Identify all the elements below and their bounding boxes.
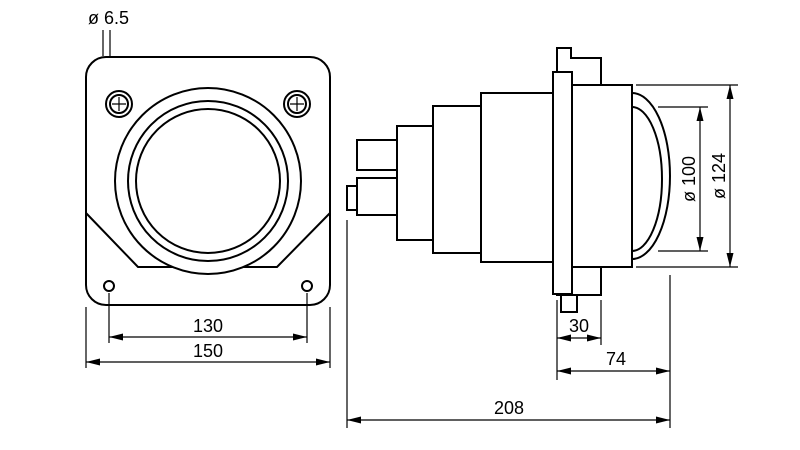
- screw-inner: [109, 94, 129, 114]
- dim-flange-width: 150: [85, 307, 331, 368]
- housing-rear-block: [396, 125, 434, 241]
- lens-housing: [571, 84, 633, 268]
- lens-bezel-middle-circle: [127, 100, 289, 262]
- screw-head-left: [105, 90, 133, 118]
- dim-bezel-diameter: ø 124: [636, 84, 738, 268]
- lens-diameter-label: ø 100: [679, 156, 699, 202]
- front-view: ø 6.5 130 150: [85, 8, 331, 368]
- bulb-holder-lower: [356, 177, 400, 216]
- dim-lens-diameter: ø 100: [658, 106, 708, 252]
- bulb-holder-upper: [356, 139, 400, 171]
- extension-lines: [108, 293, 308, 343]
- screw-cross-icon: [112, 97, 126, 111]
- side-view: ø 100 ø 124 30 74: [346, 47, 738, 428]
- lens-profile-outer: [631, 91, 671, 261]
- arrowhead-right: [656, 416, 670, 424]
- bezel-diameter-label: ø 124: [709, 153, 729, 199]
- arrowhead-bottom: [726, 253, 734, 267]
- arrowhead-top: [726, 85, 734, 99]
- housing-front-block: [480, 92, 556, 263]
- mounting-hole-left: [103, 280, 115, 292]
- extension-lines: [85, 307, 331, 368]
- tab-width-label: 30: [569, 316, 589, 336]
- flange-width-label: 150: [193, 341, 223, 361]
- extension-lines: [636, 84, 738, 268]
- arrowhead-left: [557, 334, 571, 342]
- dim-tab-width: 30: [556, 300, 602, 380]
- dim-lens-depth: 74: [557, 275, 671, 428]
- lens-bezel-outer-circle: [114, 87, 302, 275]
- arrowhead-right: [316, 358, 330, 366]
- flange-plate-edge: [552, 71, 573, 295]
- screw-cross-icon: [290, 97, 304, 111]
- arrowhead-right: [293, 333, 307, 341]
- arrowhead-left: [347, 416, 361, 424]
- screw-head-right: [283, 90, 311, 118]
- dim-overall-depth: 208: [346, 220, 670, 428]
- hole-diameter-label: ø 6.5: [88, 8, 129, 28]
- dim-hole-diameter: ø 6.5: [88, 8, 129, 56]
- arrowhead-right: [656, 367, 670, 375]
- screw-inner: [287, 94, 307, 114]
- mounting-hole-right: [301, 280, 313, 292]
- bolt-spacing-label: 130: [193, 316, 223, 336]
- bottom-foot: [560, 294, 578, 313]
- overall-depth-label: 208: [494, 398, 524, 418]
- lens-profile-inner: [631, 106, 663, 252]
- arrowhead-left: [86, 358, 100, 366]
- housing-mid-block: [432, 105, 482, 254]
- extension-lines: [102, 30, 111, 56]
- arrowhead-left: [109, 333, 123, 341]
- arrowhead-bottom: [696, 237, 704, 251]
- arrowhead-top: [696, 107, 704, 121]
- lens-circle: [135, 108, 281, 254]
- dim-bolt-spacing: 130: [108, 293, 308, 343]
- lens-depth-label: 74: [606, 349, 626, 369]
- arrowhead-left: [557, 367, 571, 375]
- arrowhead-right: [587, 334, 601, 342]
